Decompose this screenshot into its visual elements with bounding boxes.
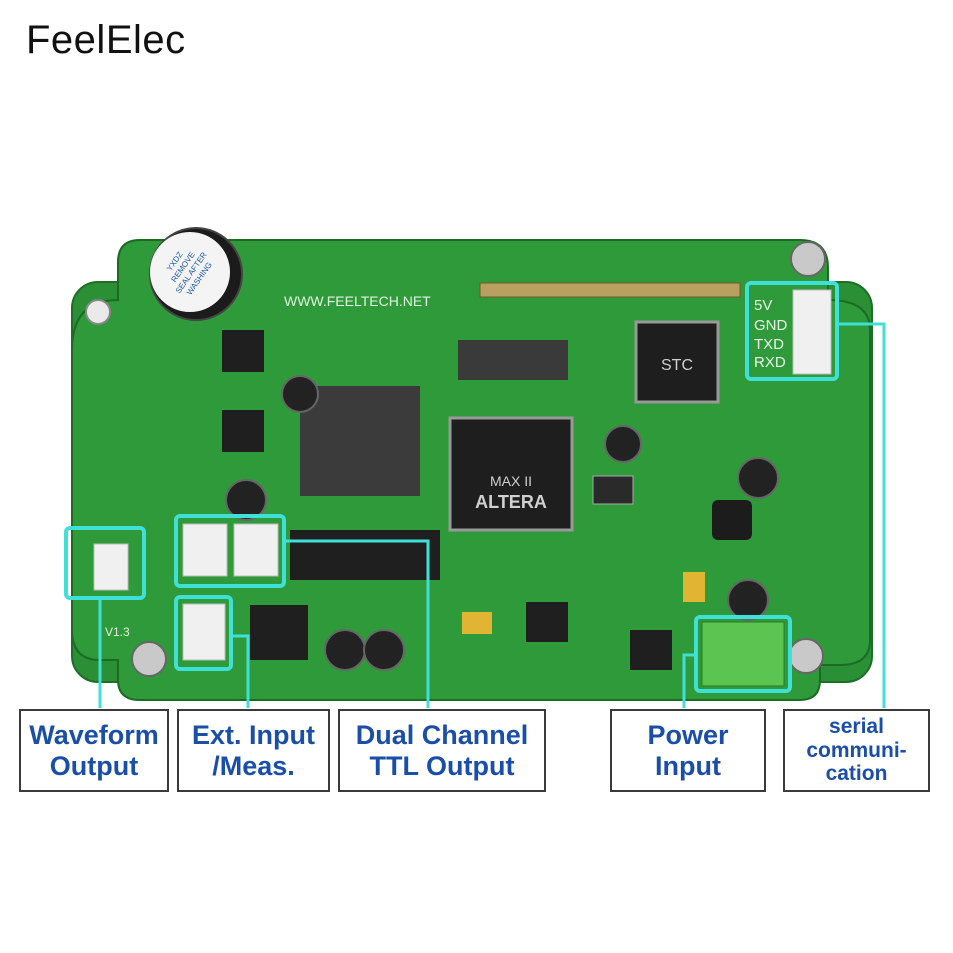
- label-serial-communication: serial communi- cation: [783, 709, 930, 792]
- power-terminal-block: [701, 621, 785, 687]
- label-dual-ttl-output: Dual Channel TTL Output: [338, 709, 546, 792]
- connector-ttl-1: [182, 523, 228, 577]
- board-url-text: WWW.FEELTECH.NET: [284, 293, 431, 309]
- connector-waveform: [93, 543, 129, 591]
- fpga-chip-series: MAX II: [490, 473, 532, 489]
- resistor-array: [458, 340, 568, 380]
- ic-chip: [222, 410, 264, 452]
- header-pin-row: [479, 282, 741, 298]
- highlight-ttl-output: [174, 514, 286, 588]
- brand-logo-text: FeelElec: [26, 18, 186, 62]
- crystal: [592, 475, 634, 505]
- board-version: V1.3: [105, 625, 130, 639]
- label-ext-input: Ext. Input /Meas.: [177, 709, 330, 792]
- fpga-chip-brand: ALTERA: [475, 492, 547, 512]
- connector-ext-input: [182, 603, 226, 661]
- capacitor: [727, 579, 769, 621]
- capacitor: [324, 629, 366, 671]
- pin-label-gnd: GND: [754, 317, 788, 334]
- pin-label-5v: 5V: [754, 297, 772, 314]
- fpga-chip: [448, 416, 574, 532]
- mount-hole: [85, 299, 111, 325]
- mount-hole: [790, 241, 826, 277]
- capacitor: [363, 629, 405, 671]
- connector-serial: [792, 289, 832, 375]
- ic-chip: [250, 605, 308, 660]
- capacitor: [737, 457, 779, 499]
- pin-label-txd: TXD: [754, 336, 784, 353]
- leader-line-ttl: [284, 539, 430, 708]
- capacitor: [225, 479, 267, 521]
- label-waveform-output: Waveform Output: [19, 709, 169, 792]
- ic-row: [290, 530, 440, 580]
- inductor: [712, 500, 752, 540]
- leader-line-serial: [837, 322, 886, 708]
- highlight-serial-port: [745, 281, 839, 381]
- mount-hole: [788, 638, 824, 674]
- leader-line-ext-input: [231, 634, 250, 708]
- leader-line-power: [682, 653, 696, 708]
- capacitor: [281, 375, 319, 413]
- highlight-waveform-output: [64, 526, 146, 600]
- mcu-chip: [634, 320, 720, 404]
- ic-chip: [222, 330, 264, 372]
- capacitor: [604, 425, 642, 463]
- buzzer-sticker: [150, 232, 230, 312]
- pin-label-rxd: RXD: [754, 354, 786, 371]
- label-power-input: Power Input: [610, 709, 766, 792]
- resistor-array: [300, 386, 420, 496]
- mount-hole: [131, 641, 167, 677]
- tantalum-capacitor: [683, 572, 705, 602]
- ic-chip: [526, 602, 568, 642]
- mcu-chip-marking: STC: [661, 357, 693, 374]
- ic-chip: [630, 630, 672, 670]
- highlight-ext-input: [174, 595, 233, 671]
- tantalum-capacitor: [462, 612, 492, 634]
- connector-ttl-2: [233, 523, 279, 577]
